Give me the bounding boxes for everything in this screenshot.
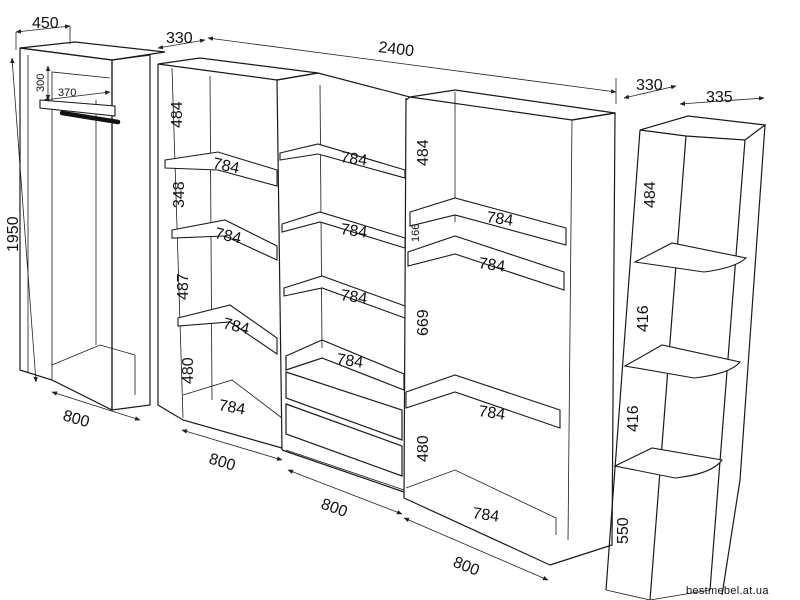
bookcase-left-shelf-2 [171, 219, 278, 261]
right-shelf-2 [407, 235, 565, 291]
middle-shelf-4-label: 784 [335, 351, 364, 372]
bookcase-left-dimensions: 330 484 348 487 480 784 784 784 784 800 [157, 30, 283, 475]
bookcase-left-shelf-1 [164, 151, 278, 187]
right-width-label: 800 [451, 554, 482, 580]
corner-gap-1-label: 484 [642, 181, 659, 208]
left-shelf-3-label: 784 [221, 315, 251, 338]
overall-dimension: 2400 [207, 36, 617, 104]
wardrobe-dimensions: 450 1950 800 300 370 [5, 15, 141, 432]
wardrobe-width-label: 800 [61, 408, 91, 432]
drawer-2 [285, 403, 403, 477]
left-shelf-2-label: 784 [213, 225, 243, 247]
section-middle-dimensions: 784 784 784 784 800 [287, 149, 403, 521]
left-gap-3-label: 487 [175, 273, 192, 300]
wardrobe-depth-label: 450 [32, 15, 59, 32]
corner-gap-3-label: 416 [625, 405, 642, 432]
section-right [403, 89, 616, 566]
wardrobe-height-label: 1950 [5, 216, 22, 252]
left-width-label: 800 [207, 451, 238, 475]
right-shelf-4-label: 784 [471, 505, 500, 526]
corner-unit-dimensions: 330 335 484 416 416 550 [615, 77, 765, 544]
left-gap-2-label: 348 [171, 181, 188, 208]
right-shelf-2-label: 784 [477, 255, 506, 276]
watermark: bestmebel.at.ua [686, 585, 769, 597]
middle-drawer-top [285, 339, 405, 391]
corner-shelf-3 [613, 447, 723, 479]
bookcase-left-shelf-3 [177, 304, 278, 356]
wardrobe-unit [19, 41, 166, 411]
rail-offset-label: 300 [35, 74, 47, 92]
middle-shelf-2-label: 784 [339, 221, 368, 242]
left-gap-1-label: 484 [169, 101, 186, 128]
wardrobe-side-right [111, 54, 151, 411]
middle-shelf-3 [283, 275, 406, 319]
corner-unit [605, 115, 767, 600]
hanging-rail [59, 110, 121, 125]
overall-width-label: 2400 [378, 39, 416, 60]
middle-shelf-1 [279, 143, 406, 179]
right-shelf-1-label: 784 [485, 209, 514, 230]
middle-shelf-1-label: 784 [339, 149, 368, 170]
right-gap-2-label: 166 [410, 224, 422, 242]
middle-shelf-3-label: 784 [339, 287, 368, 308]
right-gap-1-label: 484 [415, 139, 432, 166]
bookcase-depth-label: 330 [166, 30, 193, 47]
left-shelf-1-label: 784 [211, 155, 241, 177]
shelf-depth-label: 370 [58, 87, 76, 99]
left-shelf-4-label: 784 [217, 397, 246, 418]
middle-width-label: 800 [319, 496, 350, 521]
corner-top [639, 115, 767, 141]
corner-gap-4-label: 550 [615, 517, 632, 544]
right-shelf-1 [409, 197, 567, 246]
right-gap-4-label: 480 [415, 435, 432, 462]
section-middle [276, 72, 412, 499]
corner-depth-label: 330 [636, 77, 663, 94]
wardrobe-shelf [39, 99, 116, 117]
corner-shelf-1 [633, 242, 748, 273]
drawer-1 [285, 371, 403, 441]
left-gap-4-label: 480 [180, 357, 197, 384]
right-gap-3-label: 669 [415, 309, 432, 336]
corner-shelf-2 [623, 344, 742, 379]
corner-side-label: 335 [706, 89, 733, 106]
middle-shelf-2 [281, 211, 406, 249]
corner-gap-2-label: 416 [635, 305, 652, 332]
right-shelf-3-label: 784 [477, 403, 506, 424]
right-shelf-3 [405, 374, 561, 429]
